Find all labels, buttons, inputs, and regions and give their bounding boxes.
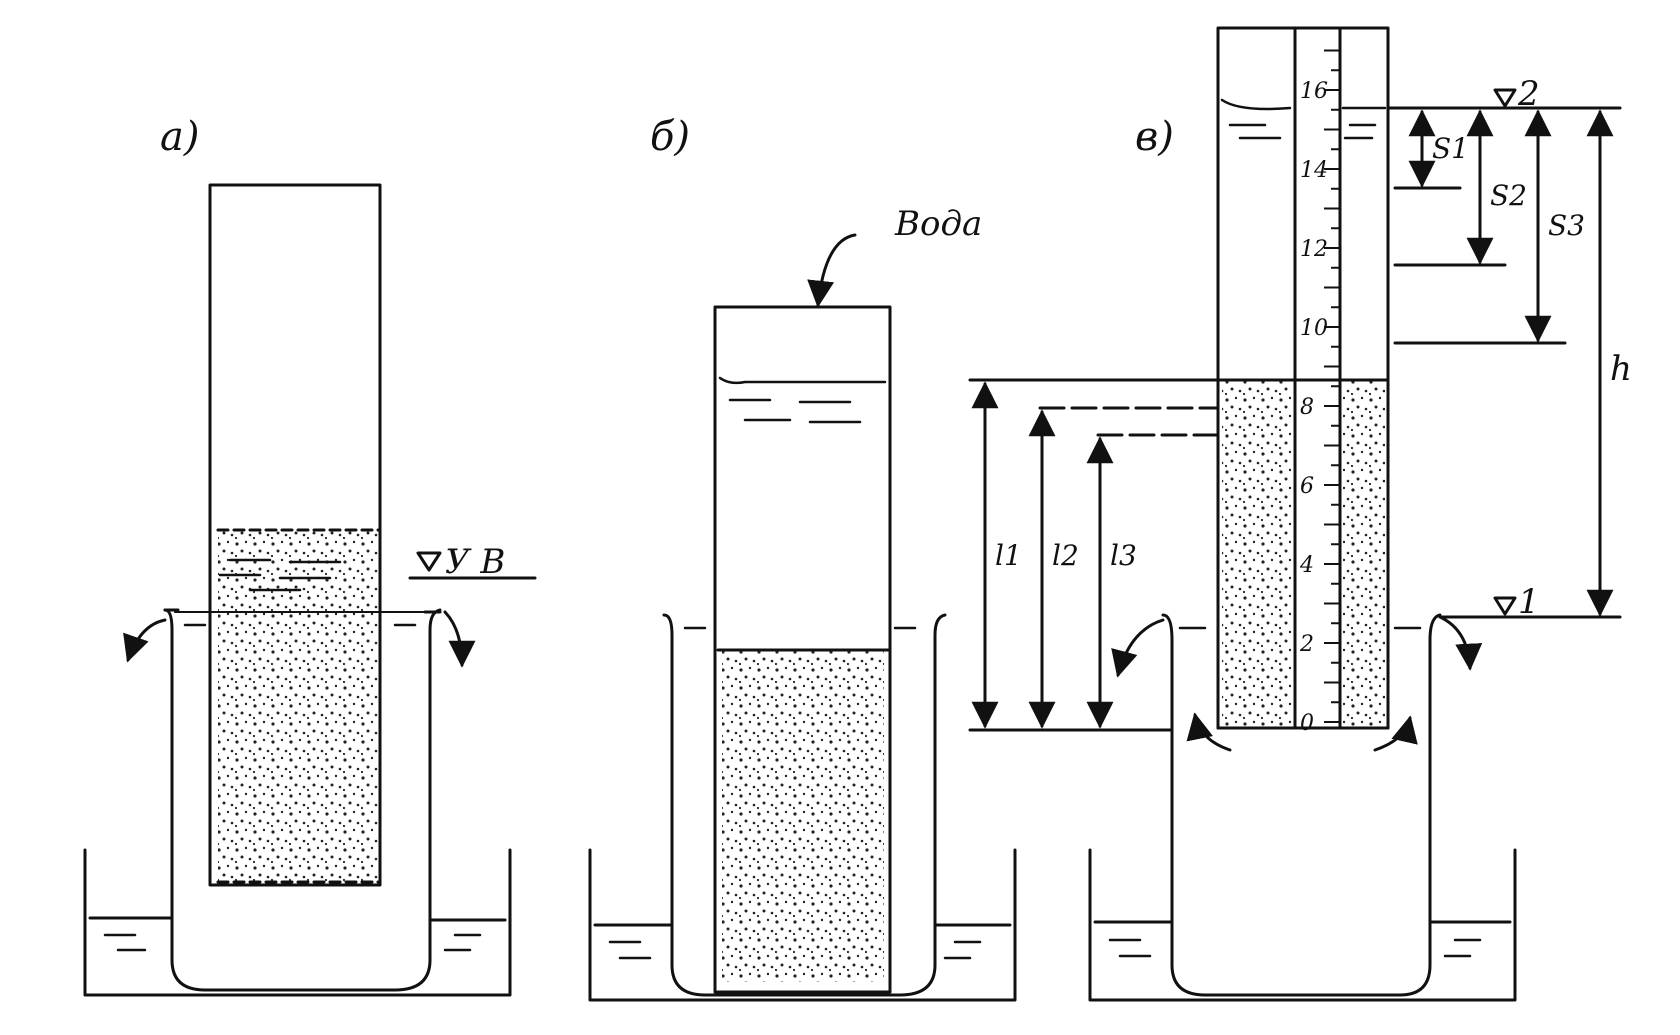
tray-a	[83, 848, 512, 997]
panel-b-label: б)	[650, 114, 690, 160]
panel-a	[83, 183, 537, 997]
level-1-label: 1	[1518, 582, 1540, 622]
cylinder-b	[713, 305, 892, 994]
water-level-label: У В	[445, 542, 505, 582]
scale-tick-label: 14	[1300, 158, 1328, 183]
scale-tick-label: 8	[1300, 395, 1314, 420]
dim-s2-label: S2	[1490, 179, 1527, 212]
panel-c	[968, 26, 1622, 1002]
dim-h-label: h	[1610, 349, 1632, 389]
dim-s3-label: S3	[1548, 209, 1585, 242]
scale-labels: 0 2 4 6 8 10 12 14 16	[1299, 79, 1328, 736]
panel-c-label: в)	[1135, 114, 1174, 160]
scale-tick-label: 12	[1300, 237, 1328, 262]
scale-tick-label: 4	[1299, 553, 1314, 578]
inflow-label: Вода	[894, 204, 982, 244]
beaker-b	[662, 613, 947, 997]
dim-s1-label: S1	[1432, 132, 1469, 165]
beaker-a	[163, 608, 442, 992]
level-2-label: 2	[1517, 74, 1540, 114]
tray-b	[588, 848, 1017, 1002]
tray-c	[1088, 848, 1517, 1002]
scale-tick-label: 2	[1299, 632, 1314, 657]
panel-b	[588, 233, 1017, 1002]
scale-ticks	[1324, 49, 1340, 723]
dim-l1-label: l1	[995, 539, 1022, 572]
scale-tick-label: 16	[1300, 79, 1328, 104]
scale-tick-label: 10	[1300, 316, 1328, 341]
scale-tick-label: 6	[1300, 474, 1314, 499]
beaker-c	[1161, 613, 1442, 997]
dim-l3-label: l3	[1110, 539, 1137, 572]
cylinder-a	[208, 183, 382, 887]
dim-l2-label: l2	[1052, 539, 1079, 572]
panel-a-label: а)	[160, 114, 199, 160]
scale-tick-label: 0	[1300, 711, 1314, 736]
